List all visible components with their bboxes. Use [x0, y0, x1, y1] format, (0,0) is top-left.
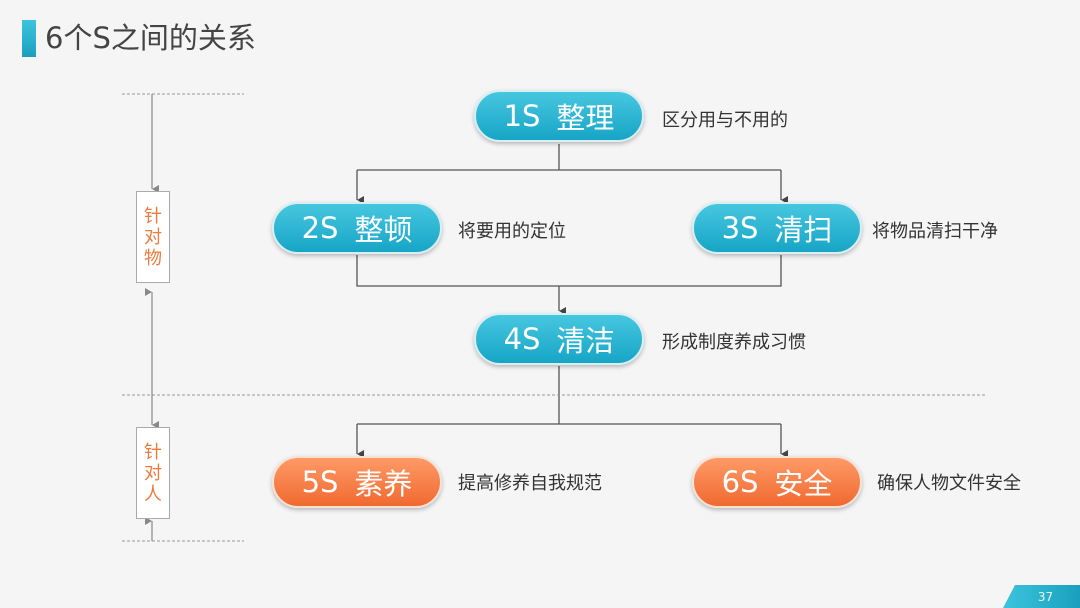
side-label-object: 针 对 物 [136, 191, 170, 283]
side-label-person: 针 对 人 [136, 427, 170, 519]
step-1s-pill: 1S 整理 [474, 90, 644, 142]
step-name: 清洁 [556, 324, 615, 358]
step-6s-pill: 6S 安全 [692, 456, 862, 508]
step-name: 素养 [354, 467, 413, 501]
connector-1s-split [357, 144, 781, 171]
page-title: 6个S之间的关系 [45, 21, 256, 55]
step-name: 安全 [774, 467, 833, 501]
step-code: 5S [301, 465, 339, 499]
step-code: 4S [503, 322, 541, 356]
side-char: 针 [144, 441, 162, 463]
page-number: 37 [1003, 585, 1080, 608]
step-name: 整理 [556, 101, 615, 135]
side-char: 对 [144, 226, 162, 248]
step-name: 清扫 [774, 213, 833, 247]
step-name: 整顿 [354, 213, 413, 247]
step-3s-pill: 3S 清扫 [692, 202, 862, 254]
step-code: 3S [721, 211, 759, 245]
step-code: 6S [721, 465, 759, 499]
side-char: 对 [144, 462, 162, 484]
step-4s-desc: 形成制度养成习惯 [662, 332, 806, 353]
step-2s-desc: 将要用的定位 [458, 221, 566, 242]
step-code: 1S [503, 99, 541, 133]
step-5s-pill: 5S 素养 [272, 456, 442, 508]
step-5s-desc: 提高修养自我规范 [458, 473, 602, 494]
step-1s-desc: 区分用与不用的 [662, 110, 788, 131]
side-char: 针 [144, 205, 162, 227]
side-char: 人 [144, 483, 162, 505]
step-code: 2S [301, 211, 339, 245]
step-2s-pill: 2S 整顿 [272, 202, 442, 254]
step-3s-desc: 将物品清扫干净 [872, 221, 998, 242]
title-accent-bar [22, 20, 36, 57]
connector-merge [356, 255, 782, 287]
step-6s-desc: 确保人物文件安全 [877, 473, 1021, 494]
side-char: 物 [144, 247, 162, 269]
step-4s-pill: 4S 清洁 [474, 313, 644, 365]
